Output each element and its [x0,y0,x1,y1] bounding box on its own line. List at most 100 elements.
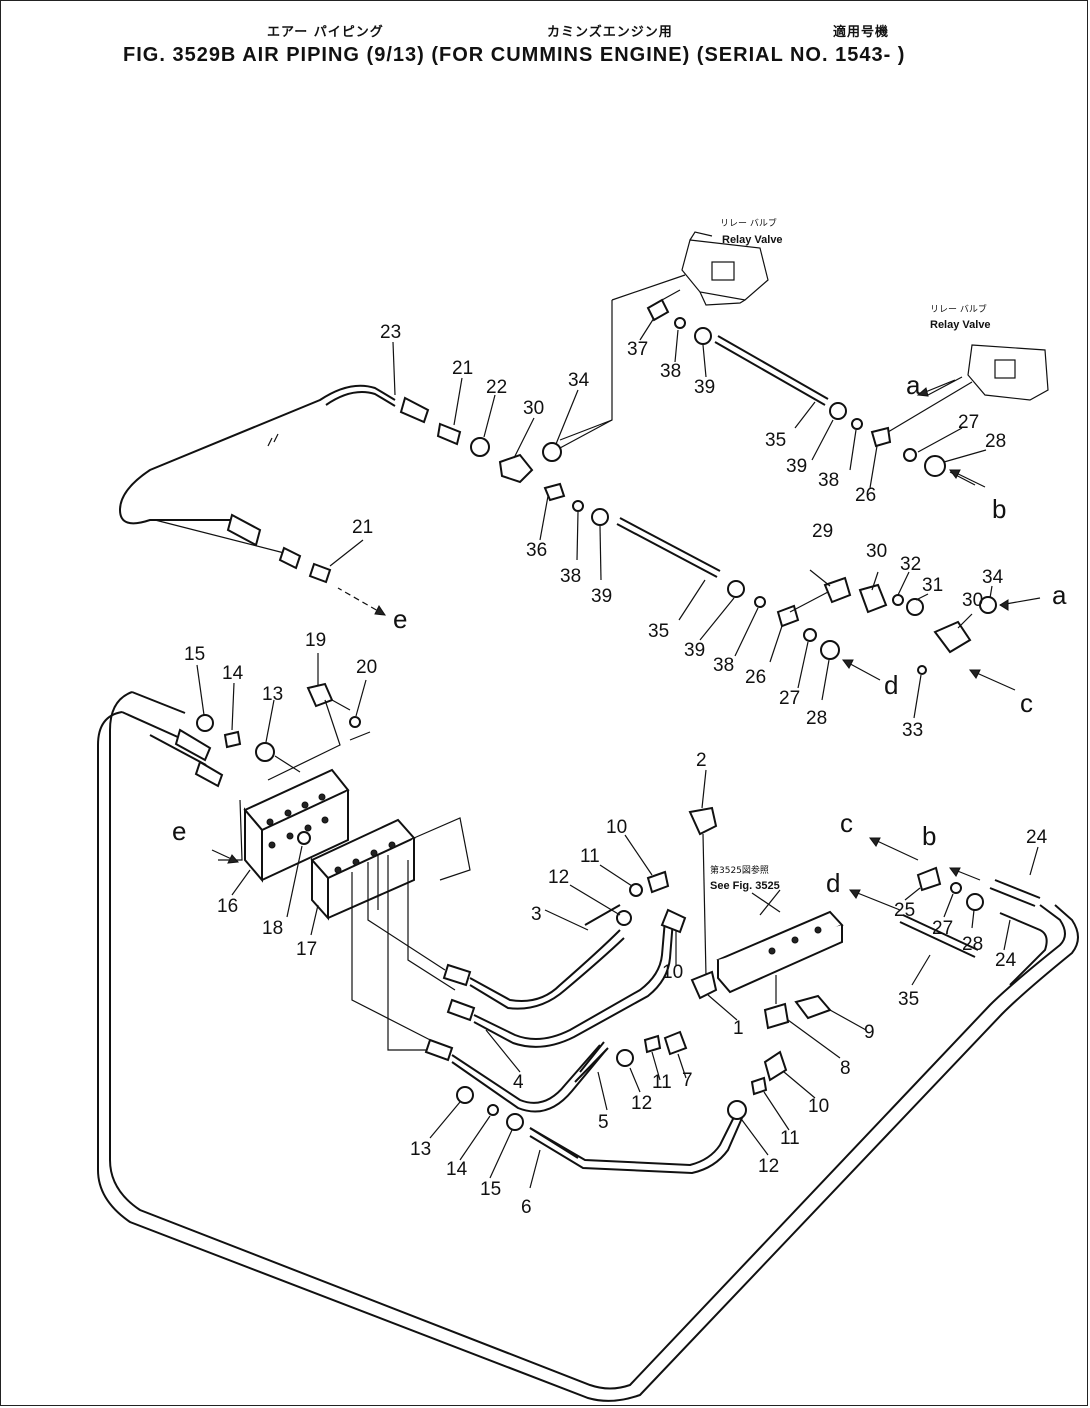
label-13-upper: 13 [262,684,283,705]
label-21-lower: 21 [352,517,373,538]
fitting-39-mid-b [727,580,745,598]
label-38-upper-b: 38 [818,470,839,491]
fitting-26-upper [870,426,892,448]
label-38-upper: 38 [660,361,681,382]
label-34-upper: 34 [568,370,590,391]
elbow-10-lower [763,1050,788,1082]
label-28-mid: 28 [806,708,827,729]
fitting-25 [916,866,942,892]
fitting-13-upper [255,742,275,762]
switch-2 [688,806,718,836]
letter-a-upper: a [906,370,921,400]
label-26-upper: 26 [855,485,876,506]
label-2: 2 [696,750,707,771]
label-37: 37 [627,339,648,360]
fitting-31 [906,598,924,616]
fitting-15-lower [506,1113,524,1131]
letter-b-lower: b [922,821,936,851]
fitting-12-mid [616,1049,634,1067]
fitting-27-lower [950,882,962,894]
cable-23 [118,384,396,525]
see-fig-jp: 第3525図参照 [710,864,769,876]
letter-d-mid: d [884,670,898,700]
connector-loop-2 [194,760,224,788]
connector-4 [446,998,476,1022]
label-14-upper: 14 [222,663,244,684]
label-11-lower: 11 [780,1128,800,1149]
label-31: 31 [922,575,943,596]
connector-loop-1 [174,728,212,762]
fitting-28-lower [966,893,984,911]
label-9: 9 [864,1022,875,1043]
label-24: 24 [1026,827,1048,848]
label-36: 36 [526,540,547,561]
fitting-38-upper [674,317,686,329]
label-24-b: 24 [995,950,1017,971]
fitting-34-right [979,596,997,614]
connector-3 [442,963,472,987]
letter-a-right: a [1052,580,1067,610]
label-29: 29 [812,521,833,542]
label-30-upper: 30 [523,398,544,419]
fitting-22 [470,437,490,457]
label-23: 23 [380,322,401,343]
label-27-lower: 27 [932,918,953,939]
label-33: 33 [902,720,923,741]
fitting-30-left [498,453,534,484]
label-18: 18 [262,918,283,939]
fitting-27-mid [803,628,817,642]
label-16: 16 [217,896,238,917]
fitting-11-lower [750,1076,768,1096]
label-1: 1 [733,1018,744,1039]
fitting-34-upper [542,442,562,462]
relay-valve-right-en: Relay Valve [930,319,991,331]
fitting-7 [663,1030,688,1056]
label-19: 19 [305,630,326,651]
connector-23-end [399,396,430,424]
part-number-labels: 23 21 22 30 34 37 38 39 35 39 38 26 27 2… [184,322,1048,1218]
label-21-upper: 21 [452,358,473,379]
pipe-3 [469,929,621,1002]
pipe-24-b [999,912,1048,986]
label-39-mid: 39 [591,586,612,607]
fitting-13-lower [456,1086,474,1104]
fitting-12-lower [727,1100,747,1120]
tee-1 [690,970,718,1000]
fitting-15-upper [196,714,214,732]
fitting-21-lower [278,546,302,570]
fitting-11-upper [629,883,643,897]
label-12-upper: 12 [548,867,569,888]
label-27-mid: 27 [779,688,800,709]
fitting-28-upper [924,455,946,477]
label-3: 3 [531,904,542,925]
connector-23-lower [226,513,262,547]
letter-c-lower: c [840,808,853,838]
fitting-12-upper [616,910,632,926]
label-25: 25 [894,900,915,921]
label-10-mid: 10 [662,962,683,983]
fitting-33 [917,665,927,675]
figure-title: FIG. 3529B AIR PIPING (9/13) (FOR CUMMIN… [123,44,906,66]
pipe-5 [451,1044,601,1104]
fitting-38-mid [572,500,584,512]
relay-valve-upper-jp: リレー バルブ [720,217,777,229]
label-15-upper: 15 [184,644,205,665]
leader-lines [196,317,1039,1189]
jp-serial-label: 適用号機 [833,25,890,40]
relay-valve-right [967,344,1049,401]
label-39-mid-b: 39 [684,640,705,661]
label-17: 17 [296,939,317,960]
label-35-lower: 35 [898,989,919,1010]
see-fig-en: See Fig. 3525 [710,880,780,892]
fitting-29 [823,576,852,604]
label-13-lower: 13 [410,1139,431,1160]
label-11-upper: 11 [580,846,600,867]
label-34-right: 34 [982,567,1004,588]
label-20: 20 [356,657,377,678]
label-28-lower: 28 [962,934,983,955]
fitting-28-mid [820,640,840,660]
label-30-right: 30 [962,590,983,611]
fitting-36 [543,482,566,502]
letter-c-right: c [1020,688,1033,718]
